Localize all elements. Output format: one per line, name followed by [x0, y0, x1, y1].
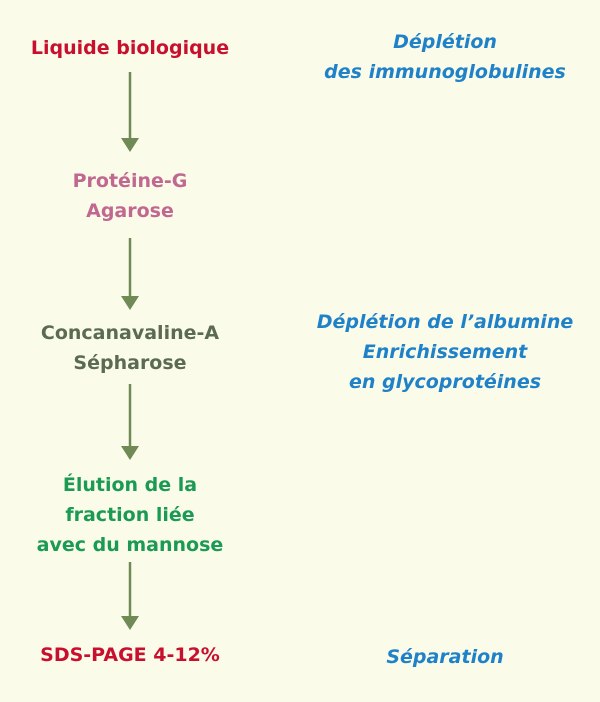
note-separation: Séparation	[300, 642, 590, 672]
arrow-4	[121, 562, 139, 630]
note-line: Enrichissement	[362, 341, 528, 363]
step-line: Agarose	[86, 200, 174, 222]
arrow-2	[121, 238, 139, 310]
step-line: Protéine-G	[72, 170, 188, 192]
note-line: Séparation	[386, 646, 504, 668]
note-line: Déplétion	[393, 31, 497, 53]
note-ig-depletion: Déplétion des immunoglobulines	[300, 27, 590, 87]
step-line: fraction liée	[65, 504, 195, 526]
arrow-1	[121, 72, 139, 152]
step-sds-page: SDS-PAGE 4-12%	[10, 640, 250, 670]
step-line: avec du mannose	[36, 534, 224, 556]
step-line: Concanavaline-A	[40, 322, 220, 344]
step-mannose-elution: Élution de la fraction liée avec du mann…	[10, 470, 250, 560]
note-line: des immunoglobulines	[324, 61, 566, 83]
step-line: Élution de la	[62, 474, 198, 496]
note-line: en glycoprotéines	[348, 371, 542, 393]
step-biological-fluid: Liquide biologique	[10, 33, 250, 63]
note-albumin-depletion: Déplétion de l’albumine Enrichissement e…	[300, 307, 590, 397]
step-protein-g-agarose: Protéine-G Agarose	[10, 166, 250, 226]
step-line: Liquide biologique	[30, 37, 230, 59]
step-line: SDS-PAGE 4-12%	[40, 644, 220, 666]
note-line: Déplétion de l’albumine	[316, 311, 574, 333]
step-concanavalin-sepharose: Concanavaline-A Sépharose	[10, 318, 250, 378]
step-line: Sépharose	[73, 352, 187, 374]
arrow-3	[121, 384, 139, 460]
